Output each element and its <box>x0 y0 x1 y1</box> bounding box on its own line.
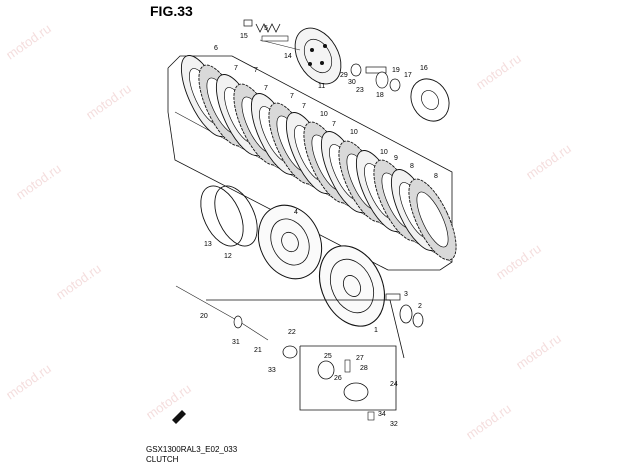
part-label-18: 18 <box>376 92 384 99</box>
part-label-10: 10 <box>380 149 388 156</box>
figure-name: CLUTCH <box>146 455 179 464</box>
part-label-25: 25 <box>324 353 332 360</box>
part-label-14: 14 <box>284 53 292 60</box>
part-label-15: 15 <box>240 33 248 40</box>
watermark: motod.ru <box>83 81 134 123</box>
watermark: motod.ru <box>3 21 54 63</box>
part-label-6: 6 <box>214 45 218 52</box>
part-label-30: 30 <box>348 79 356 86</box>
part-label-22: 22 <box>288 329 296 336</box>
part-label-26: 26 <box>334 375 342 382</box>
part-label-19: 19 <box>392 67 400 74</box>
part-label-33: 33 <box>268 367 276 374</box>
part-label-20: 20 <box>200 313 208 320</box>
part-label-7: 7 <box>234 65 238 72</box>
part-label-34: 34 <box>378 411 386 418</box>
watermark: motod.ru <box>473 51 524 93</box>
part-labels: 15 5 14 11 29 30 23 16 17 19 18 6 7 7 7 … <box>200 25 438 428</box>
figure-code: GSX1300RAL3_E02_033 <box>146 445 238 454</box>
part-label-32: 32 <box>390 421 398 428</box>
watermark: motod.ru <box>143 381 194 423</box>
watermark: motod.ru <box>53 261 104 303</box>
part-label-23: 23 <box>356 87 364 94</box>
part-label-16: 16 <box>420 65 428 72</box>
part-label-8: 8 <box>434 173 438 180</box>
part-label-10: 10 <box>320 111 328 118</box>
figure-title: FIG.33 <box>150 3 193 19</box>
watermark: motod.ru <box>513 331 564 373</box>
part-label-21: 21 <box>254 347 262 354</box>
part-label-11: 11 <box>318 83 325 90</box>
part-label-8: 8 <box>410 163 414 170</box>
part-label-27: 27 <box>356 355 364 362</box>
part-label-4: 4 <box>294 209 298 216</box>
part-label-7: 7 <box>290 93 294 100</box>
part-label-5: 5 <box>264 25 268 32</box>
clutch-plate-bore <box>416 191 449 248</box>
part-label-7: 7 <box>254 67 258 74</box>
part-label-31: 31 <box>232 339 240 346</box>
part-label-12: 12 <box>224 253 232 260</box>
watermark: motod.ru <box>493 241 544 283</box>
part-label-7: 7 <box>332 121 336 128</box>
part-label-7: 7 <box>302 103 306 110</box>
part-label-9: 9 <box>394 155 398 162</box>
watermark: motod.ru <box>463 401 514 443</box>
part-label-7: 7 <box>264 85 268 92</box>
clutch-housing <box>318 245 424 328</box>
part-label-10: 10 <box>350 129 358 136</box>
watermark: motod.ru <box>13 161 64 203</box>
release-rod-parts <box>350 63 450 122</box>
release-mechanism <box>172 285 405 424</box>
part-label-17: 17 <box>404 72 412 79</box>
watermark: motod.ru <box>3 361 54 403</box>
part-label-3: 3 <box>404 291 408 298</box>
clutch-hub <box>257 204 323 280</box>
part-label-13: 13 <box>204 241 212 248</box>
part-label-24: 24 <box>390 381 398 388</box>
pressure-plate <box>294 27 342 85</box>
spring-bolt-assembly <box>243 19 301 51</box>
wire-rings <box>200 185 258 247</box>
part-label-28: 28 <box>360 365 368 372</box>
part-label-29: 29 <box>340 72 348 79</box>
part-label-2: 2 <box>418 303 422 310</box>
part-label-1: 1 <box>374 327 378 334</box>
watermark: motod.ru <box>523 141 574 183</box>
clutch-plate-stack <box>180 55 457 261</box>
